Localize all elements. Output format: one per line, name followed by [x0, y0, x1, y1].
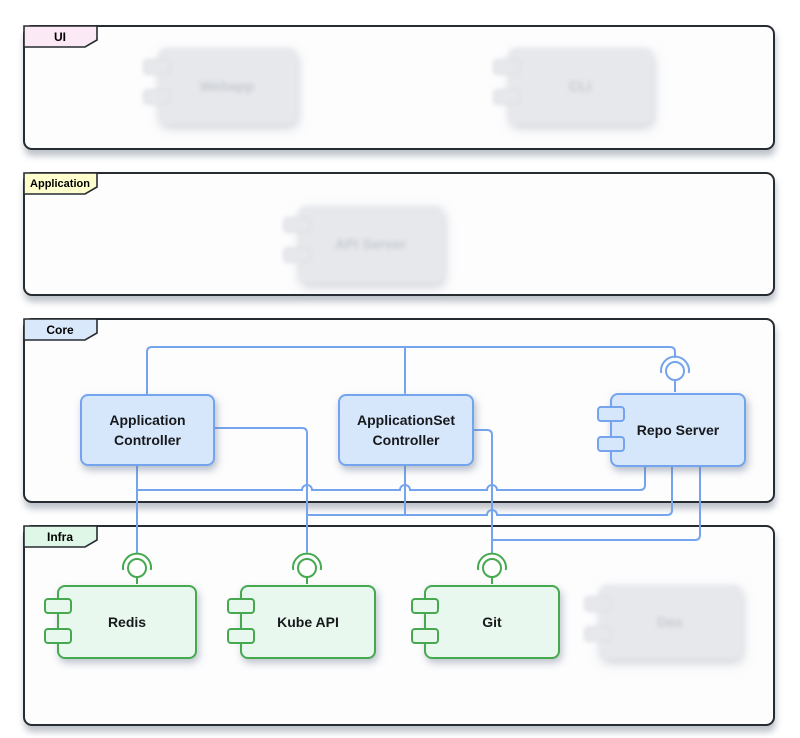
socket-git: [477, 552, 507, 584]
component-tab-icon: [44, 628, 72, 644]
component-label: Kube API: [277, 613, 339, 630]
wire-appsetcontroller-to-git: [473, 429, 493, 554]
component-label: API Server: [335, 236, 406, 253]
component-tab-icon: [597, 406, 625, 422]
component-kube-api: Kube API: [227, 585, 376, 659]
wire-reposerver-to-kubeapi: [306, 466, 673, 516]
section-tab-core: [23, 318, 98, 341]
section-tab-ui: [23, 25, 98, 48]
component-tab-icon: [44, 598, 72, 614]
component-label: ApplicationSet Controller: [356, 411, 455, 448]
component-repo-server: Repo Server: [597, 393, 746, 467]
component-tab-icon: [227, 598, 255, 614]
component-tab-icon: [597, 436, 625, 452]
component-label: Dex: [657, 613, 683, 630]
component-label: Redis: [107, 613, 147, 630]
component-label: Application Controller: [109, 411, 186, 448]
section-label-infra: Infra: [46, 529, 73, 544]
component-cli: CLI: [493, 48, 652, 124]
component-applicationset-controller: ApplicationSet Controller: [338, 394, 474, 466]
socket-repo-server: [660, 355, 690, 392]
component-redis: Redis: [44, 585, 197, 659]
component-label: Webapp: [199, 77, 255, 94]
component-label: CLI: [568, 77, 592, 94]
component-label: Repo Server: [636, 421, 720, 438]
wire-appcontroller-to-kubeapi: [214, 427, 308, 553]
component-git: Git: [411, 585, 560, 659]
section-tab-infra: [23, 525, 98, 548]
socket-kube-api: [292, 552, 322, 584]
component-application-controller: Application Controller: [80, 394, 215, 466]
component-dex: Dex: [584, 585, 741, 659]
section-label-ui: UI: [54, 29, 66, 44]
component-tab-icon: [411, 628, 439, 644]
section-tab-application: [23, 172, 98, 195]
wire-controllers-to-reposerver: [146, 346, 676, 395]
wire-reposerver-to-redis: [136, 466, 646, 491]
component-tab-icon: [411, 598, 439, 614]
section-label-core: Core: [46, 322, 74, 337]
component-label: Git: [482, 613, 502, 630]
section-label-application: Application: [30, 177, 90, 190]
component-tab-icon: [227, 628, 255, 644]
wire-reposerver-to-git: [491, 466, 701, 541]
component-webapp: Webapp: [143, 48, 296, 124]
component-api-server: API Server: [283, 206, 443, 283]
socket-redis: [122, 552, 152, 584]
